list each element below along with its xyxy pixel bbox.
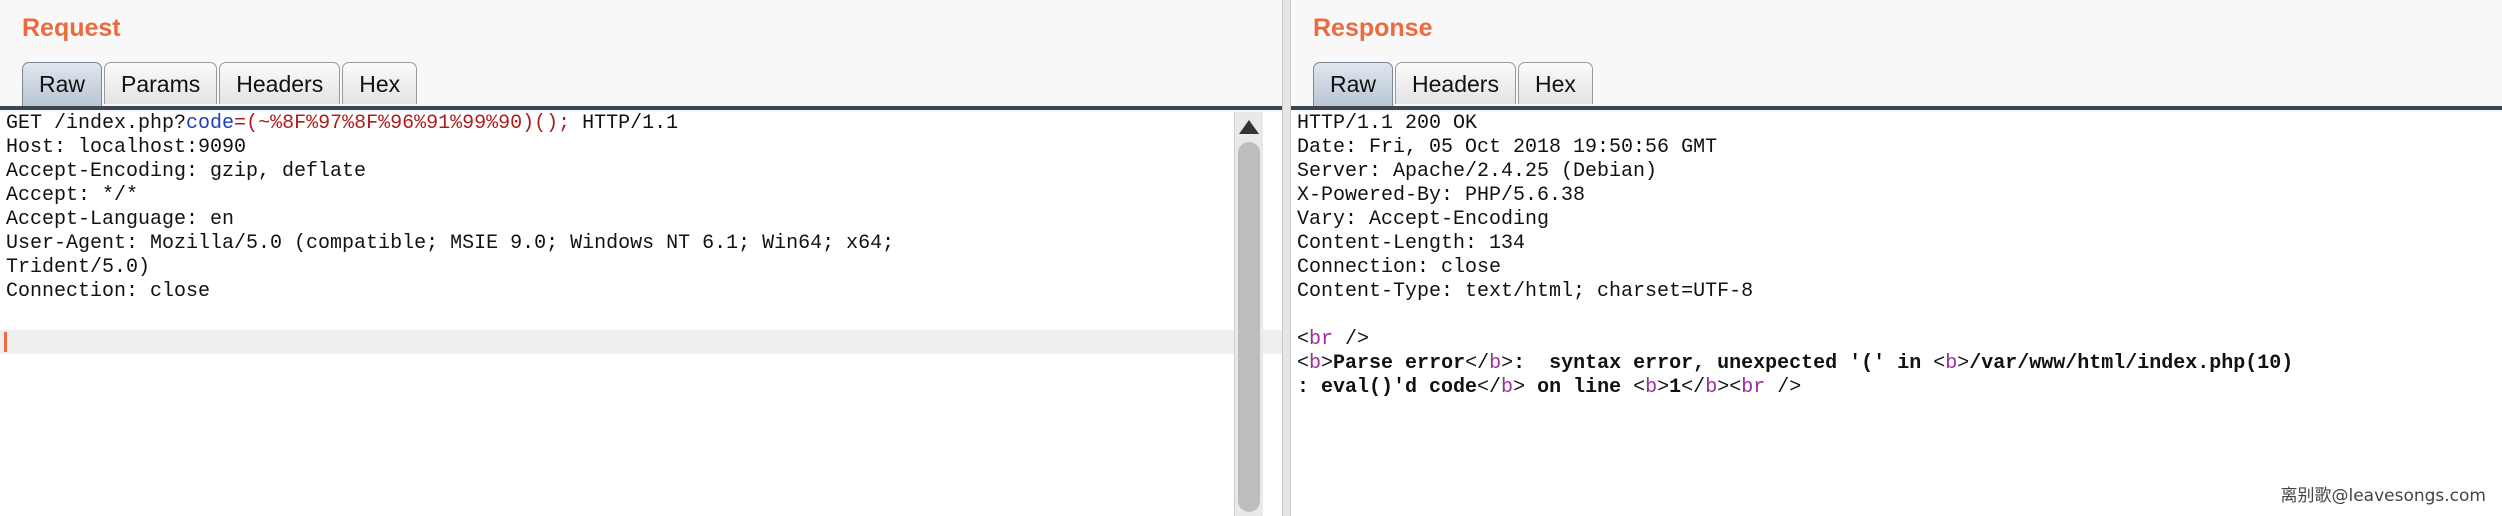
request-header-line: Accept-Encoding: gzip, deflate — [6, 160, 367, 183]
tab-response-headers[interactable]: Headers — [1395, 62, 1516, 104]
response-header-line: Content-Type: text/html; charset=UTF-8 — [1297, 280, 1754, 303]
response-header-line: Connection: close — [1297, 256, 1502, 279]
tab-request-raw[interactable]: Raw — [22, 62, 103, 106]
html-tag-name: b — [1645, 376, 1658, 399]
html-tag-name: b — [1501, 376, 1514, 399]
tab-response-raw[interactable]: Raw — [1313, 62, 1394, 106]
request-tabs: Raw Params Headers Hex — [22, 62, 419, 106]
request-header-line: Accept-Language: en — [6, 208, 235, 231]
html-tag-name: br — [1309, 328, 1334, 351]
current-line-highlight — [0, 330, 1282, 354]
scroll-up-arrow-icon[interactable] — [1239, 120, 1259, 134]
tag-bracket: </ — [1465, 352, 1490, 375]
error-path-text: /var/www/html/index.php(10) — [1969, 352, 2294, 375]
request-header-line: Host: localhost:9090 — [6, 136, 247, 159]
tag-bracket: < — [1297, 328, 1310, 351]
request-line: GET /index.php?code=(~%8F%97%8F%96%91%99… — [6, 112, 1282, 136]
tab-request-hex[interactable]: Hex — [342, 62, 418, 104]
tag-bracket: /> — [1333, 328, 1370, 351]
tag-bracket: > — [1501, 352, 1514, 375]
response-panel: Response Raw Headers Hex HTTP/1.1 200 OK… — [1291, 0, 2502, 516]
response-header-line: Date: Fri, 05 Oct 2018 19:50:56 GMT — [1297, 136, 1718, 159]
request-editor[interactable]: GET /index.php?code=(~%8F%97%8F%96%91%99… — [0, 112, 1282, 516]
request-header-line: Trident/5.0) — [6, 256, 151, 279]
tag-bracket: > — [1513, 376, 1526, 399]
request-tab-rule — [0, 106, 1282, 110]
blank-line — [1297, 304, 2502, 328]
request-panel: Request Raw Params Headers Hex GET /inde… — [0, 14, 1282, 516]
response-tabs: Raw Headers Hex — [1313, 62, 1595, 106]
parse-error-text: Parse error — [1333, 352, 1466, 375]
response-header-line: HTTP/1.1 200 OK — [1297, 112, 1478, 135]
response-tab-rule — [1291, 106, 2502, 110]
line-number-text: 1 — [1669, 376, 1682, 399]
tag-bracket: > — [1717, 376, 1730, 399]
response-title: Response — [1313, 14, 1433, 42]
request-param-equals: = — [234, 112, 247, 135]
error-message-text: : syntax error, unexpected '(' in — [1513, 352, 1934, 375]
request-scrollbar[interactable] — [1234, 112, 1263, 516]
tab-response-hex[interactable]: Hex — [1517, 62, 1593, 104]
tag-bracket: </ — [1681, 376, 1706, 399]
text-caret — [4, 332, 7, 352]
request-protocol: HTTP/1.1 — [570, 112, 679, 135]
tag-bracket: < — [1729, 376, 1742, 399]
request-header-line: Connection: close — [6, 280, 211, 303]
body-line-1: <br /> — [1297, 328, 2502, 352]
response-header-line: X-Powered-By: PHP/5.6.38 — [1297, 184, 1586, 207]
tag-bracket: </ — [1477, 376, 1502, 399]
tag-bracket: > — [1957, 352, 1970, 375]
tag-bracket: /> — [1765, 376, 1802, 399]
html-tag-name: b — [1489, 352, 1502, 375]
split-pane-divider[interactable] — [1282, 0, 1291, 516]
body-line-2: <b>Parse error</b>: syntax error, unexpe… — [1297, 352, 2502, 376]
html-tag-name: b — [1309, 352, 1322, 375]
watermark: 离别歌@leavesongs.com — [2280, 486, 2486, 506]
tag-bracket: > — [1657, 376, 1670, 399]
eval-code-text: : eval()'d code — [1297, 376, 1478, 399]
request-title: Request — [22, 14, 121, 42]
body-line-3: : eval()'d code</b> on line <b>1</b><br … — [1297, 376, 2502, 400]
response-header-line: Content-Length: 134 — [1297, 232, 1526, 255]
tag-bracket: < — [1297, 352, 1310, 375]
request-header-line: Accept: */* — [6, 184, 139, 207]
html-tag-name: br — [1741, 376, 1766, 399]
on-line-text: on line — [1525, 376, 1634, 399]
request-method-path: GET /index.php? — [6, 112, 187, 135]
request-header-line: User-Agent: Mozilla/5.0 (compatible; MSI… — [6, 232, 895, 255]
tab-request-params[interactable]: Params — [104, 62, 218, 104]
scroll-thumb[interactable] — [1238, 142, 1260, 512]
tag-bracket: < — [1933, 352, 1946, 375]
response-header-line: Vary: Accept-Encoding — [1297, 208, 1550, 231]
html-tag-name: b — [1705, 376, 1718, 399]
response-header-line: Server: Apache/2.4.25 (Debian) — [1297, 160, 1658, 183]
tab-request-headers[interactable]: Headers — [219, 62, 341, 104]
html-tag-name: b — [1945, 352, 1958, 375]
tag-bracket: < — [1633, 376, 1646, 399]
request-raw-text[interactable]: GET /index.php?code=(~%8F%97%8F%96%91%99… — [0, 112, 1282, 304]
request-param-name: code — [186, 112, 235, 135]
tag-bracket: > — [1321, 352, 1334, 375]
request-param-value: (~%8F%97%8F%96%91%99%90)(); — [246, 112, 571, 135]
